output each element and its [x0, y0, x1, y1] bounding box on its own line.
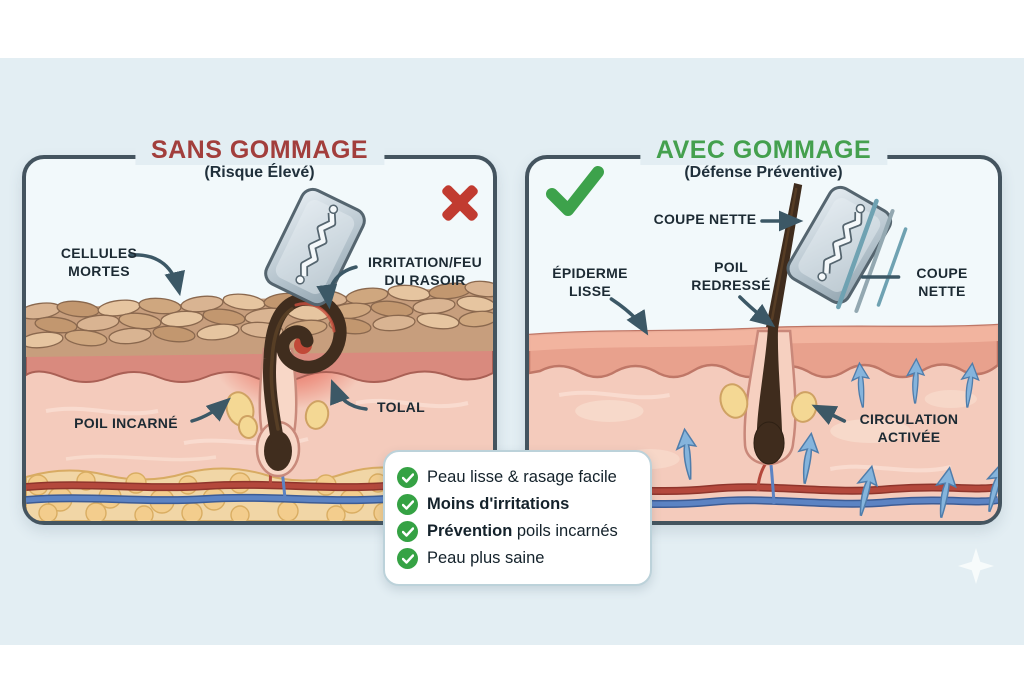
checklist-item: Prévention poils incarnés: [397, 518, 636, 545]
right-sebaceous-glands: [719, 383, 818, 423]
label-cellules-mortes: CELLULES MORTES: [60, 245, 138, 279]
checklist-item: Peau lisse & rasage facile: [397, 464, 636, 491]
sparkle-icon: [958, 548, 994, 589]
green-check-circle-icon: [397, 494, 418, 515]
left-sebaceous-glands: [225, 391, 330, 439]
top-white-band: [0, 0, 1024, 58]
green-check-icon: [544, 164, 606, 225]
red-x-icon: [436, 179, 484, 232]
checklist-item: Peau plus saine: [397, 545, 636, 572]
checklist-item: Moins d'irritations: [397, 491, 636, 518]
checklist-item-text: Peau plus saine: [427, 549, 545, 567]
green-check-circle-icon: [397, 467, 418, 488]
right-callout-arrows: [609, 210, 901, 426]
bottom-white-band: [0, 645, 1024, 683]
green-check-circle-icon: [397, 548, 418, 569]
left-panel-title: SANS GOMMAGE: [134, 136, 385, 165]
right-panel-title: AVEC GOMMAGE: [639, 136, 888, 165]
benefits-checklist-card: Peau lisse & rasage facile Moins d'irrit…: [383, 450, 652, 586]
checklist-item-text: Peau lisse & rasage facile: [427, 468, 617, 486]
label-irritation-feu-du-rasoir: IRRITATION/FEU DU RASOIR: [367, 254, 483, 288]
right-panel-subtitle: (Défense Préventive): [684, 164, 843, 181]
label-coupe-nette-side: COUPE NETTE: [916, 265, 968, 299]
left-razor-blade-icon: [264, 187, 366, 307]
label-circulation-activee: CIRCULATION ACTIVÉE: [859, 411, 959, 445]
label-coupe-nette-top: COUPE NETTE: [653, 211, 757, 227]
label-epiderme-lisse: ÉPIDERME LISSE: [552, 265, 628, 299]
clean-cut-speed-lines: [836, 198, 908, 313]
left-panel-subtitle: (Risque Élevé): [204, 164, 315, 181]
label-poil-incarne: POIL INCARNÉ: [74, 415, 178, 431]
green-check-circle-icon: [397, 521, 418, 542]
right-razor-blade-icon: [786, 185, 893, 305]
left-dead-cells-layer: [26, 280, 493, 357]
label-tolal: TOLAL: [377, 399, 425, 415]
checklist-item-text: Moins d'irritations: [427, 495, 570, 513]
straight-hair: [753, 183, 803, 465]
left-skin-illustration: [26, 159, 493, 521]
label-poil-redresse: POIL REDRESSÉ: [691, 259, 771, 293]
panel-sans-gommage: SANS GOMMAGE (Risque Élevé): [22, 136, 497, 525]
left-callout-arrows: [128, 253, 368, 423]
checklist-item-text: Prévention poils incarnés: [427, 522, 618, 540]
